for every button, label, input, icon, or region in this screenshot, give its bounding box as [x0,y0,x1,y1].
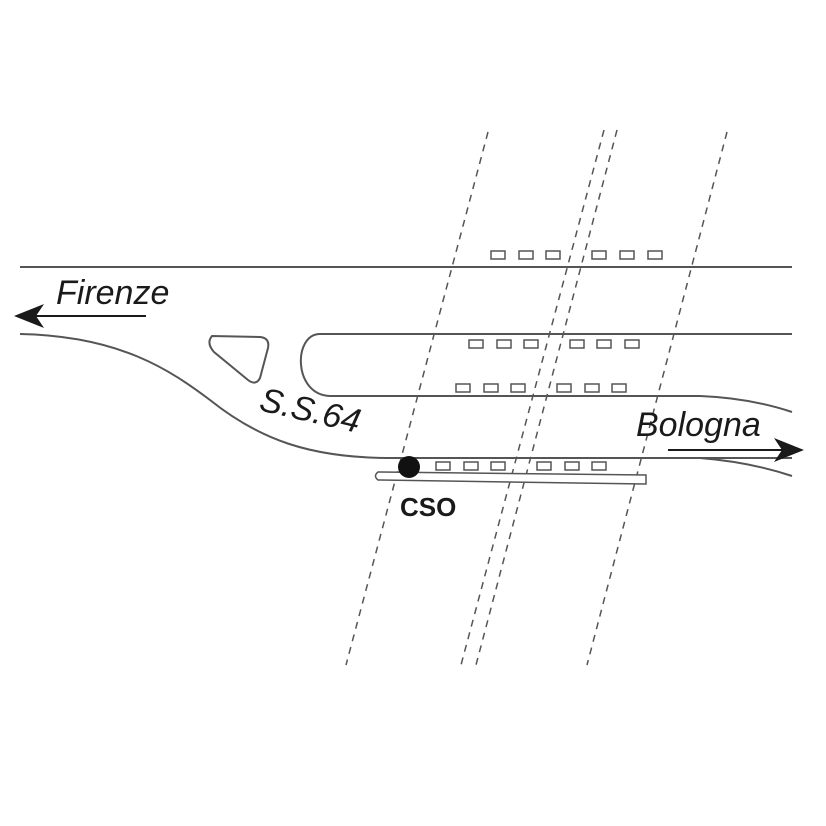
lane-mark [483,383,499,393]
lane-mark [584,383,600,393]
lane-mark [468,339,484,349]
railway-line-3 [475,129,618,666]
road-edge-median-south [300,333,793,413]
lane-mark [591,461,607,471]
lane-mark [619,250,635,260]
label-bologna: Bologna [636,406,761,444]
lane-mark [490,461,506,471]
arrow-east [668,438,804,462]
label-road-name: S.S.64 [256,381,364,441]
lane-mark [463,461,479,471]
lane-mark [591,250,607,260]
arrow-left-icon [14,304,44,328]
lane-mark [490,250,506,260]
lane-mark [510,383,526,393]
railway-line-4 [586,131,728,666]
road-edge-south [19,333,792,459]
label-firenze: Firenze [56,274,169,312]
station-platform [374,471,647,485]
arrow-right-icon [774,438,804,462]
lane-mark [435,461,451,471]
lane-mark [545,250,561,260]
railway-line-1 [345,131,489,666]
road-edges [19,266,793,477]
station-marker-icon [398,456,420,478]
lane-mark [536,461,552,471]
lane-mark [611,383,627,393]
lane-mark [455,383,471,393]
lane-mark [647,250,663,260]
lane-mark [596,339,612,349]
road-edge-exit [699,457,793,477]
lane-markings [435,250,663,471]
traffic-island [208,334,270,384]
railway-lines [345,129,728,666]
lane-mark [624,339,640,349]
lane-mark [496,339,512,349]
railway-line-2 [460,129,605,666]
lane-mark [523,339,539,349]
lane-mark [556,383,572,393]
lane-mark [564,461,580,471]
label-station: CSO [400,492,456,522]
lane-mark [569,339,585,349]
arrow-west [14,304,146,328]
lane-mark [518,250,534,260]
